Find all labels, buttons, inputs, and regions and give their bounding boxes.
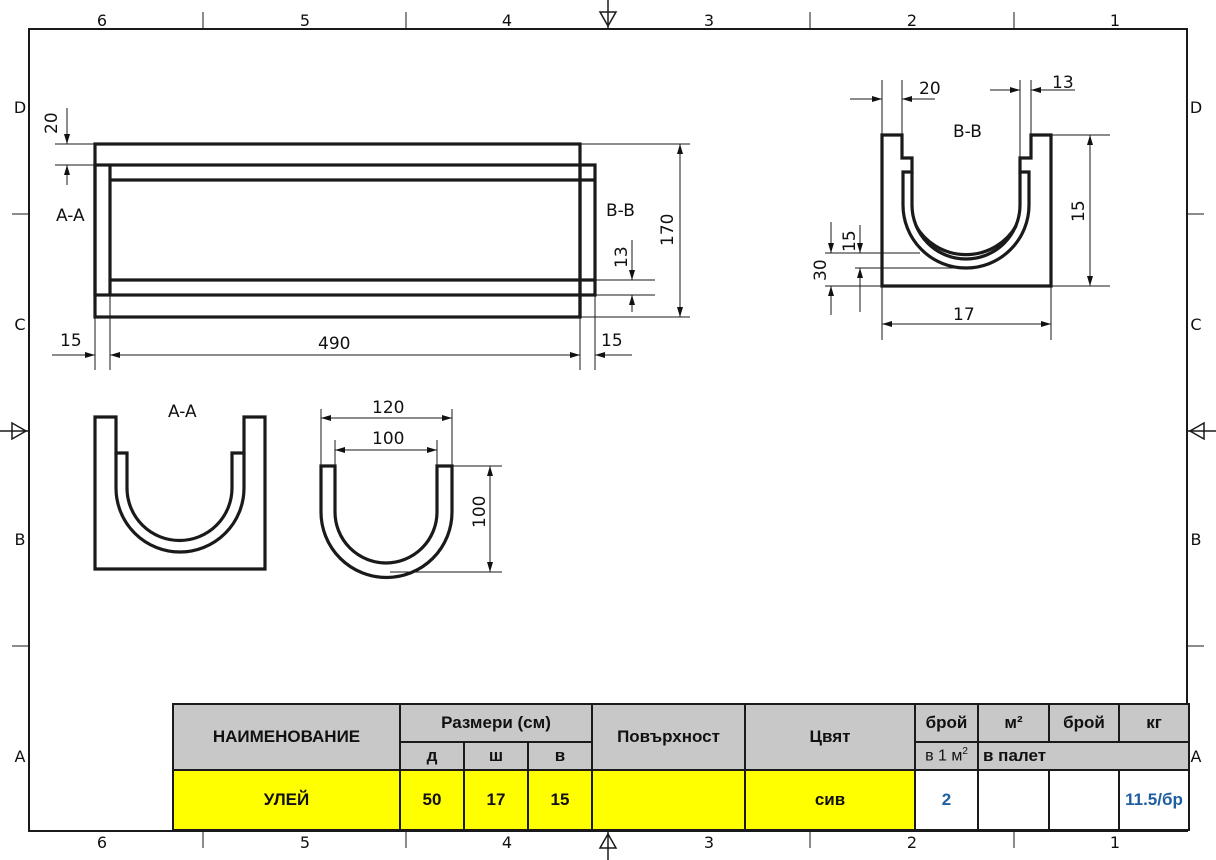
header-dimensions: Размери (см)	[399, 703, 593, 743]
row-pallet-m2	[977, 769, 1050, 831]
header-color: Цвят	[744, 703, 916, 771]
insert-view	[319, 464, 454, 580]
header-m2: м²	[977, 703, 1050, 743]
title-block: НАИМЕНОВАНИЕ Размери (см) Повърхност Цвя…	[172, 703, 1190, 831]
row-per-m2: 2	[914, 769, 979, 831]
dim-bb-height: 15	[1069, 200, 1089, 222]
header-pallet: в палет	[977, 741, 1190, 771]
row-name: УЛЕЙ	[172, 769, 401, 831]
dim-bb-left-wall: 20	[919, 79, 941, 99]
zone-right-1: D	[1190, 98, 1202, 117]
insert-dimensions	[320, 409, 502, 573]
zone-top-6: 1	[1110, 11, 1120, 30]
zone-bottom-2: 5	[300, 833, 310, 852]
dim-bb-bottom-b: 30	[811, 259, 831, 281]
dim-bb-width: 17	[953, 305, 975, 325]
zone-left-2: C	[14, 315, 25, 334]
zone-bottom-5: 2	[907, 833, 917, 852]
dim-rail-thickness: 13	[612, 246, 632, 268]
dim-bb-right-notch: 13	[1052, 73, 1074, 93]
row-surface	[591, 769, 746, 831]
header-sh: ш	[463, 741, 529, 771]
dim-bb-bottom-a: 15	[840, 230, 860, 252]
row-color: сив	[744, 769, 916, 831]
zone-right-3: B	[1191, 530, 1202, 549]
front-section-label-right: B-B	[606, 201, 635, 221]
row-pallet-count	[1048, 769, 1120, 831]
dim-length: 490	[318, 334, 350, 354]
per-m2-sup: 2	[962, 746, 968, 758]
header-v: в	[527, 741, 593, 771]
row-kg: 11.5/бр	[1118, 769, 1190, 831]
spec-table: НАИМЕНОВАНИЕ Размери (см) Повърхност Цвя…	[172, 703, 1190, 831]
per-m2-prefix: в 1 м	[925, 747, 963, 765]
dim-insert-inner: 100	[372, 429, 404, 449]
front-section-label-left: A-A	[56, 206, 85, 226]
header-surface: Повърхност	[591, 703, 746, 771]
zone-left-3: B	[15, 530, 26, 549]
zone-top-4: 3	[704, 11, 714, 30]
section-bb-dimensions	[825, 80, 1110, 340]
zone-labels: 6 5 4 3 2 1 6 5 4 3 2 1 D C B A D C B A	[14, 11, 1202, 852]
header-per-m2: в 1 м2	[914, 741, 979, 771]
zone-top-3: 4	[502, 11, 512, 30]
header-d: д	[399, 741, 465, 771]
row-sh: 17	[463, 769, 529, 831]
header-count: брой	[914, 703, 979, 743]
front-dimensions	[52, 108, 690, 370]
front-view	[93, 142, 597, 319]
zone-bottom-3: 4	[502, 833, 512, 852]
section-bb-title: B-B	[953, 122, 982, 142]
dim-insert-outer: 120	[372, 398, 404, 418]
zone-top-5: 2	[907, 11, 917, 30]
zone-ticks	[12, 12, 1204, 848]
dim-insert-height: 100	[470, 496, 490, 528]
dim-left-end: 15	[60, 331, 82, 351]
zone-top-2: 5	[300, 11, 310, 30]
dim-right-end: 15	[601, 331, 623, 351]
zone-bottom-6: 1	[1110, 833, 1120, 852]
row-v: 15	[527, 769, 593, 831]
zone-right-2: C	[1190, 315, 1201, 334]
dim-top-thickness: 20	[42, 112, 62, 134]
zone-left-4: A	[15, 747, 26, 766]
row-d: 50	[399, 769, 465, 831]
zone-left-1: D	[14, 98, 26, 117]
header-kg: кг	[1118, 703, 1190, 743]
zone-bottom-4: 3	[704, 833, 714, 852]
header-name: НАИМЕНОВАНИЕ	[172, 703, 401, 771]
zone-top-1: 6	[97, 11, 107, 30]
section-aa	[93, 415, 267, 571]
dim-height: 170	[658, 214, 678, 246]
zone-bottom-1: 6	[97, 833, 107, 852]
section-bb	[880, 133, 1053, 288]
zone-right-4: A	[1191, 747, 1202, 766]
section-aa-title: A-A	[168, 402, 197, 422]
header-count-pallet: брой	[1048, 703, 1120, 743]
